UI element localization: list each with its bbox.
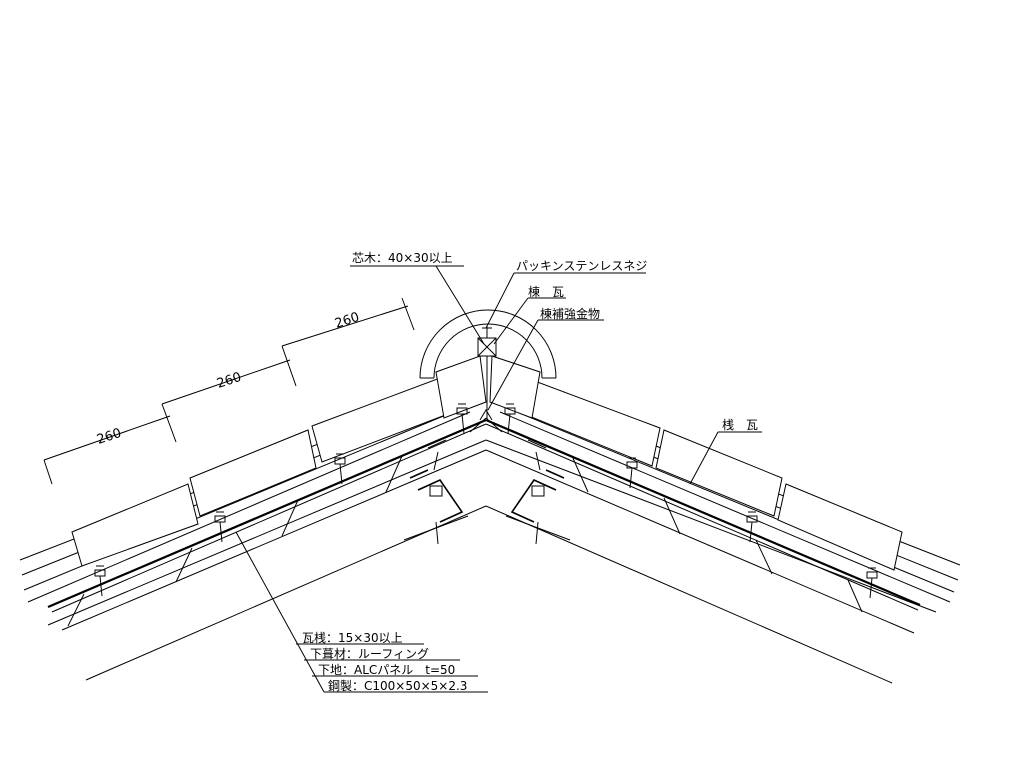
leader-lines: [235, 265, 762, 693]
right-batten-clips: [504, 403, 878, 599]
ridge-tile-arch: [419, 309, 557, 379]
left-field-tiles: [71, 377, 449, 567]
core-wood: [477, 326, 497, 420]
label-field-tile: 桟 瓦: [722, 418, 758, 432]
label-batten: 瓦桟：15×30以上: [302, 631, 403, 645]
label-alc-base: 下地：ALCパネル t=50: [318, 663, 455, 677]
roofing-underlay-lines: [47, 418, 921, 613]
label-ridge-tile: 棟 瓦: [528, 284, 564, 299]
label-core-wood: 芯木：40×30以上: [352, 251, 453, 265]
panel-fasteners: [67, 455, 863, 627]
left-batten-clips: [94, 403, 468, 597]
alc-panel-lines: [47, 439, 937, 684]
label-stainless-screw: パッキンステンレスネジ: [516, 259, 647, 273]
ridge-supports: [435, 355, 541, 419]
label-steel-channel: 鋼製：C100×50×5×2.3: [328, 679, 467, 693]
dimension-260-left: 260: [95, 426, 123, 448]
dimension-lines: [43, 297, 415, 485]
label-ridge-bracket: 棟補強金物: [540, 306, 600, 321]
dimension-260-middle: 260: [215, 370, 243, 392]
ridge-bracket: [469, 409, 503, 433]
steel-c-channel-left: [403, 439, 469, 545]
dimension-260-right: 260: [333, 310, 361, 332]
label-underlay: 下葺材：ルーフィング: [310, 647, 429, 661]
steel-c-channel-right: [505, 439, 571, 545]
right-field-tiles: [523, 379, 903, 571]
